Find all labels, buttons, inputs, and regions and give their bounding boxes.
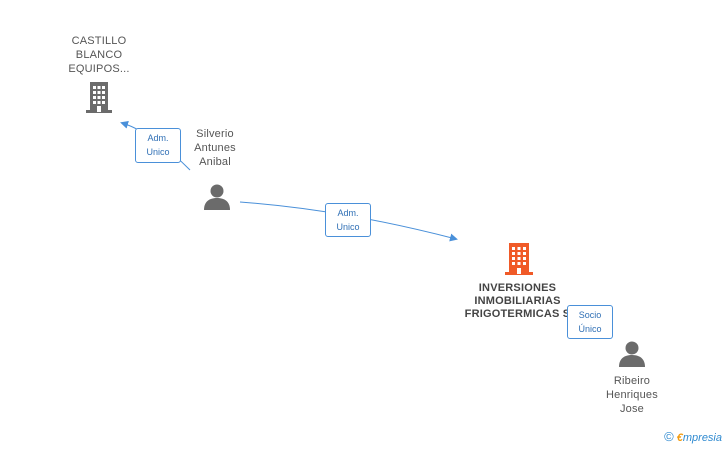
node-silverio[interactable]: Silverio Antunes Anibal bbox=[180, 127, 250, 169]
node-inversiones[interactable]: INVERSIONES INMOBILIARIAS FRIGOTERMICAS … bbox=[450, 282, 585, 321]
brand-watermark: ©€mpresia bbox=[664, 429, 722, 444]
node-ribeiro[interactable]: Ribeiro Henriques Jose bbox=[594, 374, 670, 416]
node-label: Ribeiro Henriques Jose bbox=[606, 375, 658, 415]
node-label: CASTILLO BLANCO EQUIPOS... bbox=[68, 35, 130, 75]
brand-logo-e: € bbox=[676, 432, 683, 444]
edge-label-adm-unico[interactable]: Adm. Unico bbox=[325, 203, 371, 237]
edge-label-socio-unico[interactable]: Socio Único bbox=[567, 305, 613, 339]
node-label: Silverio Antunes Anibal bbox=[194, 128, 236, 168]
brand-name: mpresia bbox=[682, 432, 722, 444]
building-icon bbox=[502, 241, 536, 277]
person-icon bbox=[617, 339, 647, 369]
building-icon bbox=[82, 80, 116, 114]
node-label: INVERSIONES INMOBILIARIAS FRIGOTERMICAS … bbox=[464, 282, 570, 320]
node-castillo-blanco[interactable]: CASTILLO BLANCO EQUIPOS... bbox=[60, 34, 138, 114]
edge-label-adm-unico[interactable]: Adm. Unico bbox=[135, 128, 181, 163]
person-icon bbox=[202, 182, 232, 212]
copyright-icon: © bbox=[664, 429, 674, 444]
